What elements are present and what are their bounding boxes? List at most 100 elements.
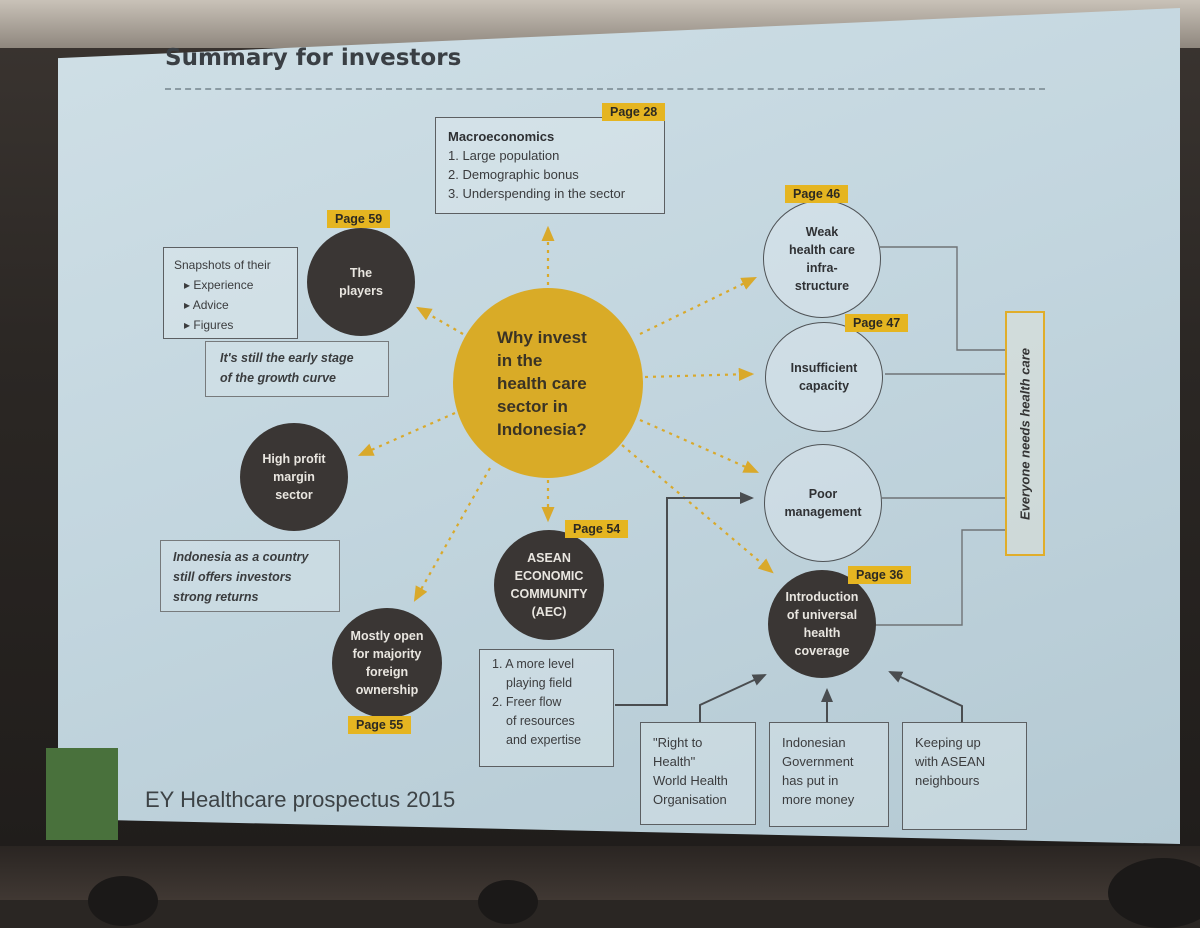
- driver-box-government: Indonesian Government has put in more mo…: [769, 722, 889, 827]
- ownership-line: ownership: [355, 683, 419, 697]
- arrow-who-to-coverage: [699, 674, 767, 722]
- snapshot-item: ▸ Advice: [184, 298, 229, 312]
- driver-line: Health": [653, 754, 696, 769]
- growth-curve-note: It's still the early stage of the growth…: [205, 341, 389, 397]
- snapshot-item-text: Figures: [193, 318, 234, 332]
- strong-returns-note: Indonesia as a country still offers inve…: [160, 540, 340, 612]
- weak-line: infra-: [806, 261, 838, 275]
- driver-line: World Health: [653, 773, 728, 788]
- center-line: Indonesia?: [497, 419, 587, 439]
- coverage-line: coverage: [794, 644, 850, 658]
- page-tag-macro: Page 28: [602, 103, 666, 121]
- capacity-line: Insufficient: [790, 361, 858, 375]
- green-brand-block: [46, 748, 118, 840]
- driver-box-asean: Keeping up with ASEAN neighbours: [902, 722, 1027, 830]
- aec-line: ASEAN: [527, 551, 571, 565]
- coverage-line: Introduction: [785, 590, 859, 604]
- page-tag-ownership: Page 55: [348, 716, 412, 734]
- aec-item: and expertise: [506, 733, 582, 747]
- macro-heading: Macroeconomics: [448, 129, 555, 144]
- center-line: Why invest: [497, 327, 587, 347]
- driver-line: "Right to: [653, 735, 703, 750]
- driver-line: Indonesian: [782, 735, 846, 750]
- connector-layer: [357, 225, 1006, 722]
- management-line: Poor: [808, 487, 838, 501]
- note-line: of the growth curve: [220, 371, 336, 385]
- high-profit-node: High profit margin sector: [240, 423, 348, 531]
- arrow-to-ownership: [413, 467, 491, 602]
- macro-item: 1. Large population: [448, 148, 560, 163]
- profit-line: High profit: [262, 452, 326, 466]
- ownership-line: Mostly open: [350, 629, 424, 643]
- snapshot-item-text: Advice: [192, 298, 229, 312]
- capacity-line: capacity: [798, 379, 850, 393]
- driver-box-who: "Right to Health" World Health Organisat…: [640, 722, 756, 825]
- aec-item: of resources: [506, 714, 575, 728]
- page-tag-weak: Page 46: [785, 185, 849, 203]
- arrow-to-weak: [639, 277, 757, 335]
- driver-line: Keeping up: [915, 735, 981, 750]
- aec-node: ASEAN ECONOMIC COMMUNITY (AEC): [494, 530, 604, 640]
- aec-line: ECONOMIC: [514, 569, 584, 583]
- weak-infrastructure-node: Weak health care infra- structure: [763, 200, 881, 318]
- players-line: players: [339, 284, 383, 298]
- driver-line: Organisation: [653, 792, 727, 807]
- room-floor: [0, 846, 1200, 900]
- aec-item: 2. Freer flow: [492, 695, 562, 709]
- slide-footer: EY Healthcare prospectus 2015: [145, 787, 456, 812]
- side-label: Everyone needs health care: [1017, 347, 1033, 520]
- driver-line: more money: [782, 792, 855, 807]
- center-line: in the: [497, 350, 543, 370]
- note-line: It's still the early stage: [220, 351, 354, 365]
- driver-line: Government: [782, 754, 854, 769]
- poor-management-node: Poor management: [764, 444, 882, 562]
- coverage-line: health: [803, 626, 841, 640]
- players-line: The: [349, 266, 373, 280]
- driver-line: neighbours: [915, 773, 980, 788]
- center-line: health care: [497, 373, 587, 393]
- arrow-to-profit: [357, 411, 456, 457]
- weak-line: health care: [788, 243, 855, 257]
- page-tag-players: Page 59: [327, 210, 391, 228]
- coverage-line: of universal: [786, 608, 858, 622]
- arrow-to-coverage: [621, 444, 774, 574]
- aec-line: COMMUNITY: [510, 587, 588, 601]
- snapshot-item-text: Experience: [193, 278, 254, 292]
- ownership-line: foreign: [365, 665, 409, 679]
- driver-line: has put in: [782, 773, 839, 788]
- note-line: still offers investors: [173, 570, 292, 584]
- note-line: strong returns: [173, 590, 259, 604]
- page-tag-capacity: Page 47: [845, 314, 909, 332]
- note-line: Indonesia as a country: [173, 550, 309, 564]
- aec-benefits-box: 1. A more level playing field 2. Freer f…: [479, 649, 614, 767]
- profit-line: sector: [275, 488, 313, 502]
- players-node: The players: [307, 228, 415, 336]
- macro-item: 3. Underspending in the sector: [448, 186, 626, 201]
- profit-line: margin: [273, 470, 315, 484]
- title-divider: [165, 88, 1045, 90]
- weak-line: structure: [794, 279, 850, 293]
- snapshots-box: Snapshots of their ▸ Experience ▸ Advice…: [163, 247, 298, 339]
- page-tag-aec: Page 54: [565, 520, 629, 538]
- aec-item: 1. A more level: [492, 657, 574, 671]
- slide-title: Summary for investors: [165, 45, 462, 71]
- foreign-ownership-node: Mostly open for majority foreign ownersh…: [332, 608, 442, 718]
- insufficient-capacity-node: Insufficient capacity: [765, 322, 883, 432]
- page-tag-coverage: Page 36: [848, 566, 912, 584]
- aec-line: (AEC): [531, 605, 567, 619]
- macroeconomics-box: Macroeconomics 1. Large population 2. De…: [435, 117, 665, 214]
- bracket-weak: [880, 246, 1006, 351]
- driver-line: with ASEAN: [915, 754, 986, 769]
- arrow-to-players: [416, 306, 464, 335]
- arrow-to-management: [639, 418, 760, 474]
- arrow-aec-to-management: [615, 492, 754, 706]
- arrow-to-capacity: [644, 367, 755, 381]
- snapshot-item: ▸ Figures: [184, 318, 234, 332]
- bracket-coverage: [872, 529, 1006, 626]
- aec-item: playing field: [506, 676, 573, 690]
- weak-line: Weak: [805, 225, 839, 239]
- everyone-needs-care-box: Everyone needs health care: [1005, 311, 1045, 556]
- center-question: Why invest in the health care sector in …: [453, 288, 643, 478]
- ownership-line: for majority: [352, 647, 422, 661]
- macro-item: 2. Demographic bonus: [448, 167, 579, 182]
